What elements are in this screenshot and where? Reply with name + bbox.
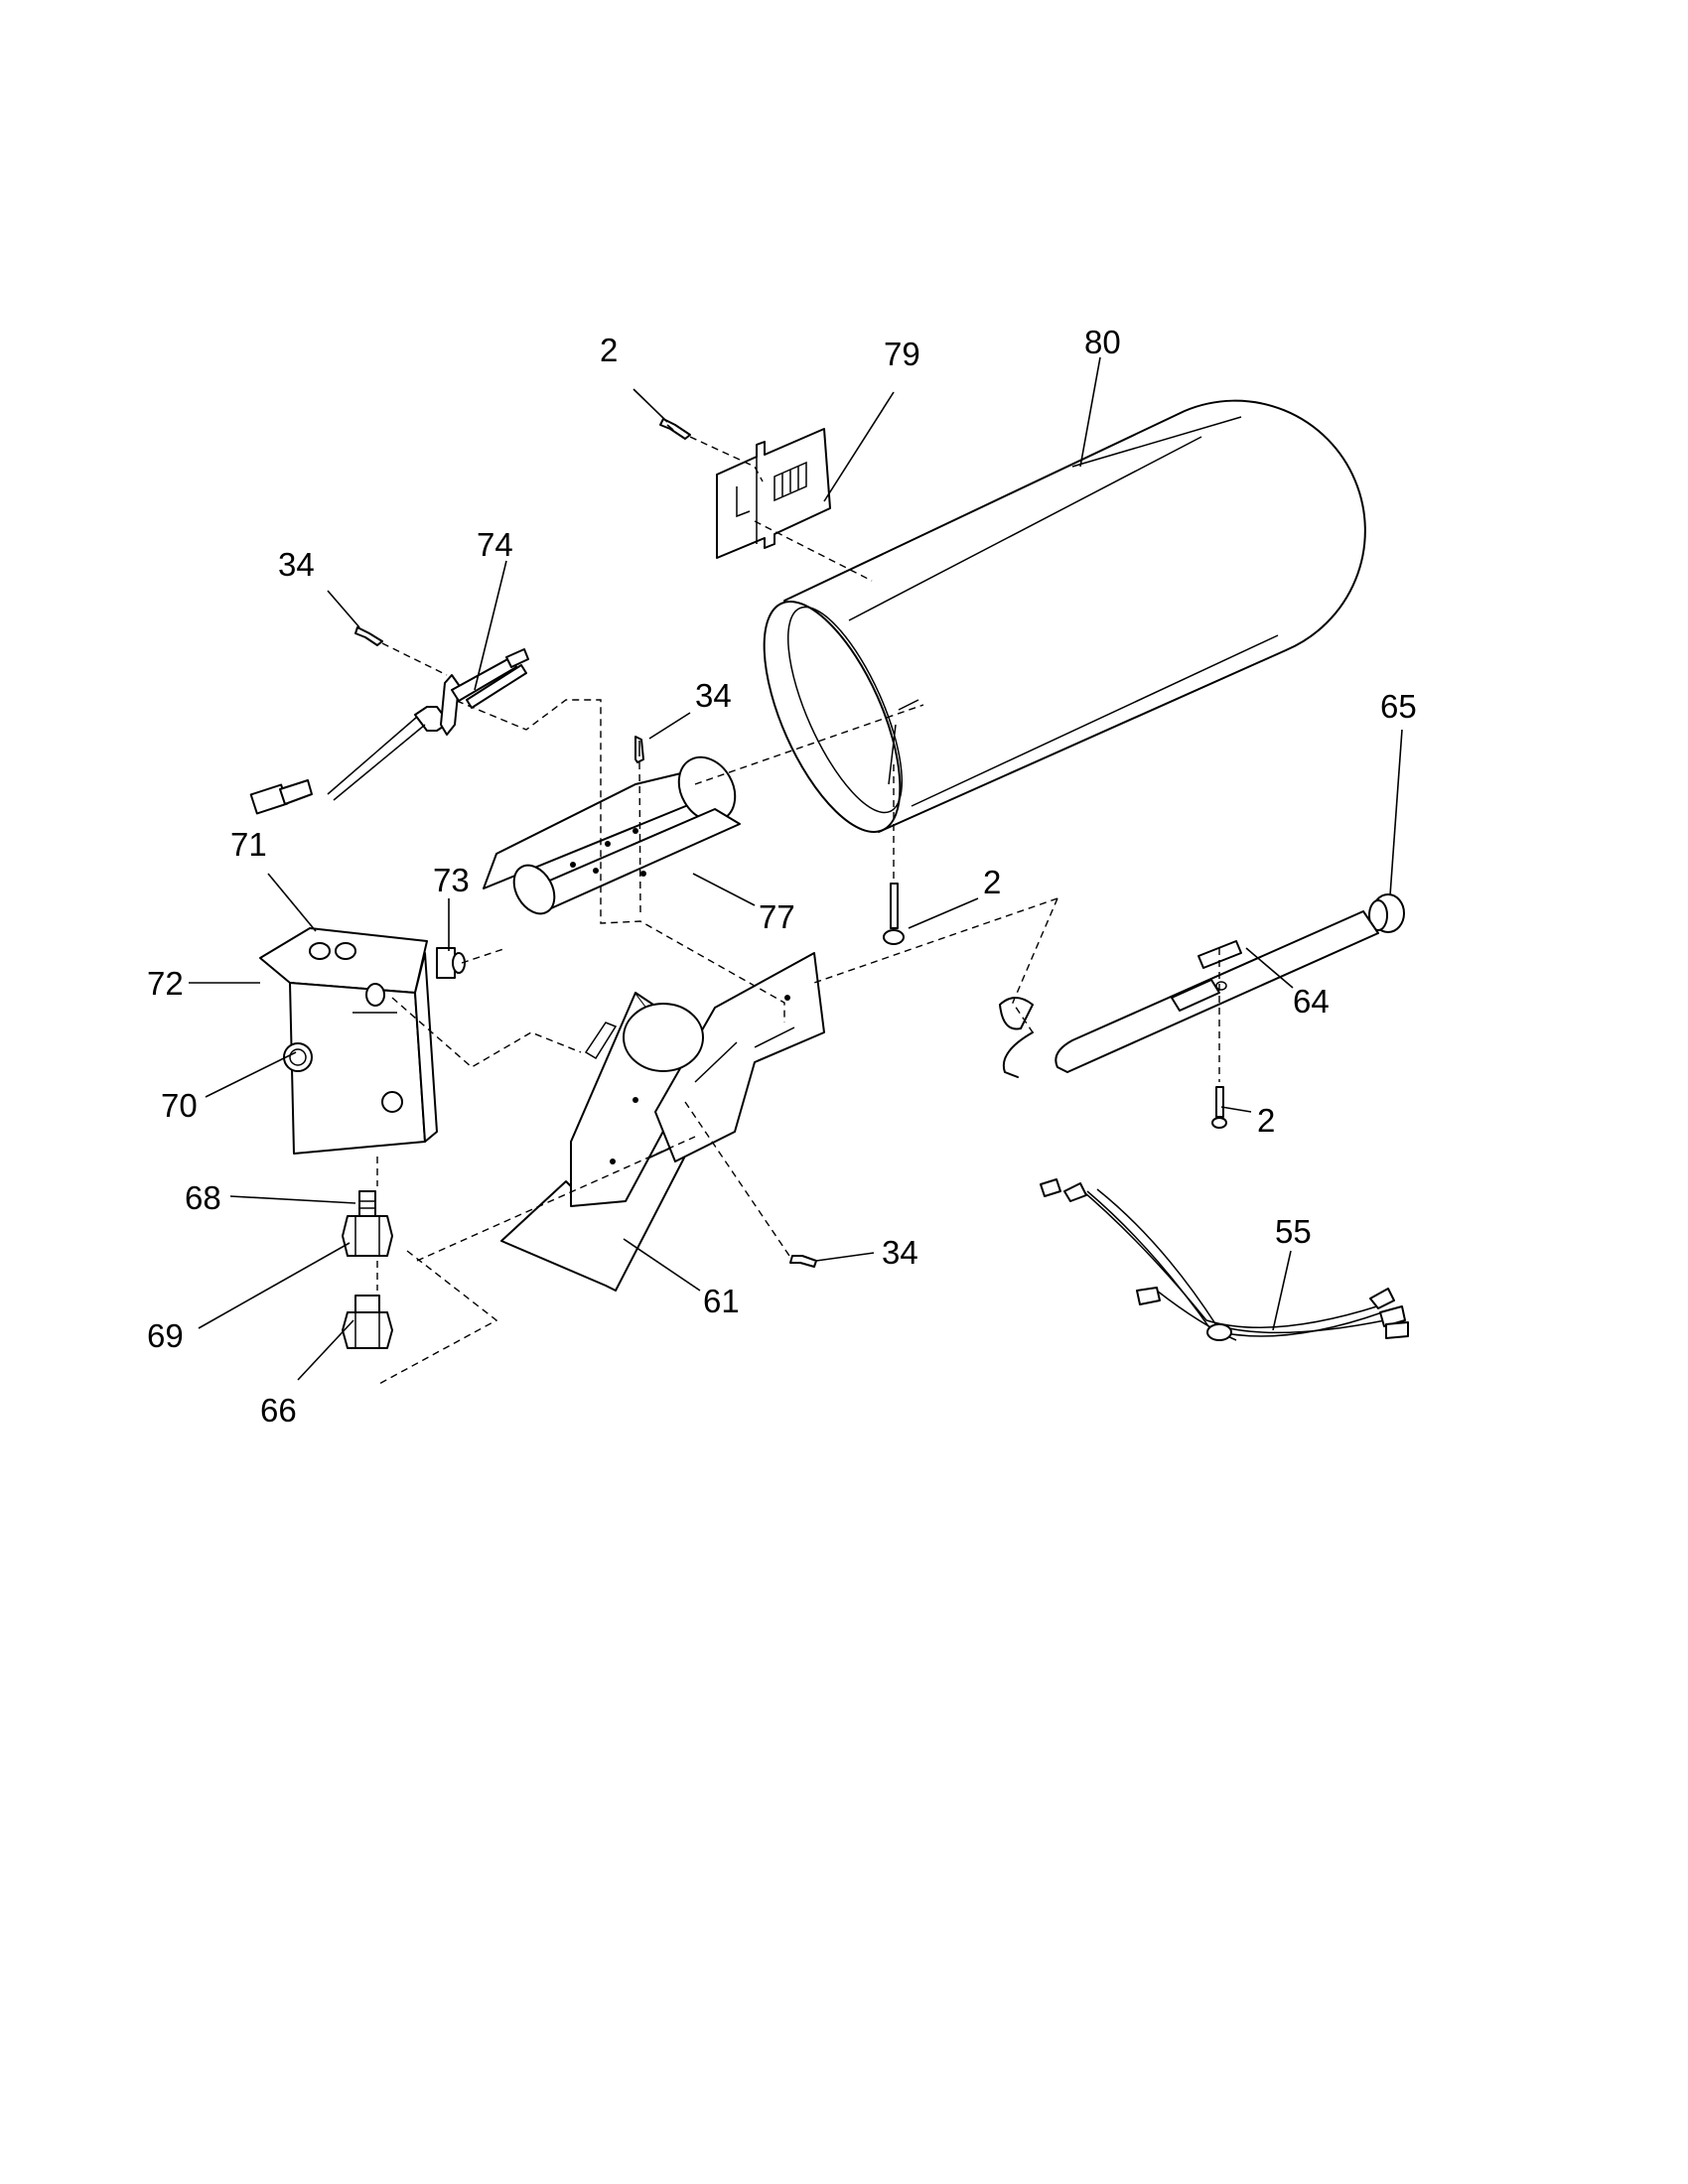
part-61-bracket <box>500 952 825 1292</box>
callout-71: 71 <box>230 826 267 863</box>
part-34-screw-left <box>354 626 383 646</box>
part-64-gas-tube <box>999 910 1379 1078</box>
assembly-lines <box>376 436 1220 1386</box>
part-34-screw-mid <box>634 736 644 763</box>
part-34-screw-lower <box>789 1255 817 1268</box>
callout-72: 72 <box>147 965 184 1002</box>
part-65-cap <box>1368 893 1405 933</box>
callout-68: 68 <box>185 1179 221 1216</box>
part-69-fitting <box>342 1215 393 1257</box>
callout-69: 69 <box>147 1317 184 1354</box>
callout-34-lower: 34 <box>882 1234 918 1271</box>
callout-65: 65 <box>1380 688 1417 725</box>
callout-34-left: 34 <box>278 546 315 583</box>
callout-2-top: 2 <box>600 332 618 368</box>
part-80-drum <box>763 399 1366 833</box>
callout-66: 66 <box>260 1392 297 1429</box>
part-2-screw-right <box>1211 1086 1227 1129</box>
part-68-fitting <box>358 1190 376 1217</box>
callout-2-right: 2 <box>1257 1102 1275 1139</box>
callout-2-drum: 2 <box>983 864 1001 900</box>
part-79-bracket <box>716 428 831 559</box>
callout-74: 74 <box>477 526 513 563</box>
callout-80: 80 <box>1084 324 1121 360</box>
part-70-73-gas-valve <box>259 927 466 1155</box>
part-66-fitting <box>342 1295 393 1349</box>
callout-labels: 80 79 2 74 34 34 65 71 73 77 2 72 64 70 … <box>147 324 1417 1429</box>
callout-79: 79 <box>884 336 920 372</box>
callout-55: 55 <box>1275 1213 1312 1250</box>
callout-61: 61 <box>703 1283 740 1319</box>
callout-64: 64 <box>1293 983 1330 1020</box>
leader-lines <box>189 356 1403 1381</box>
callout-70: 70 <box>161 1087 198 1124</box>
callout-73: 73 <box>433 862 470 898</box>
callout-34-mid: 34 <box>695 677 732 714</box>
part-55-wire-harness <box>1040 1178 1409 1341</box>
part-2-screw-drum <box>883 883 905 945</box>
part-2-screw-top <box>659 418 691 440</box>
part-74-igniter <box>249 648 529 815</box>
part-77-burner <box>483 755 741 915</box>
callout-77: 77 <box>759 898 795 935</box>
